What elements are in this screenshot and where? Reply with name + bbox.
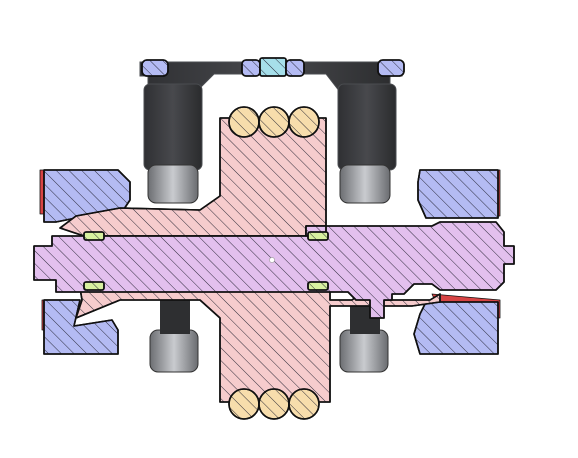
- spool-bottom-right: [339, 329, 389, 373]
- roller-top-1: [228, 106, 260, 138]
- bushing-top-left: [83, 231, 105, 241]
- roller-top-2: [258, 106, 290, 138]
- left-pillar: [143, 83, 203, 171]
- right-pillar: [337, 83, 397, 171]
- cap-left: [141, 59, 169, 77]
- housing-bottom-right: [413, 301, 499, 355]
- roller-bottom-2: [258, 388, 290, 420]
- roller-bottom-3: [288, 388, 320, 420]
- roller-top-3: [288, 106, 320, 138]
- pin-bottom-left: [160, 300, 190, 334]
- cap-right: [377, 59, 405, 77]
- cap-center-left: [241, 59, 261, 77]
- spool-bottom-left: [149, 329, 199, 373]
- bushing-top-right: [307, 231, 329, 241]
- shaft-center-mark: [269, 257, 275, 263]
- key-center: [259, 57, 287, 77]
- bushing-bottom-right: [307, 281, 329, 291]
- roller-bottom-1: [228, 388, 260, 420]
- spool-top-left: [147, 164, 199, 204]
- spool-top-right: [339, 164, 391, 204]
- bushing-bottom-left: [83, 281, 105, 291]
- cap-center-right: [285, 59, 305, 77]
- housing-top-right: [417, 169, 499, 219]
